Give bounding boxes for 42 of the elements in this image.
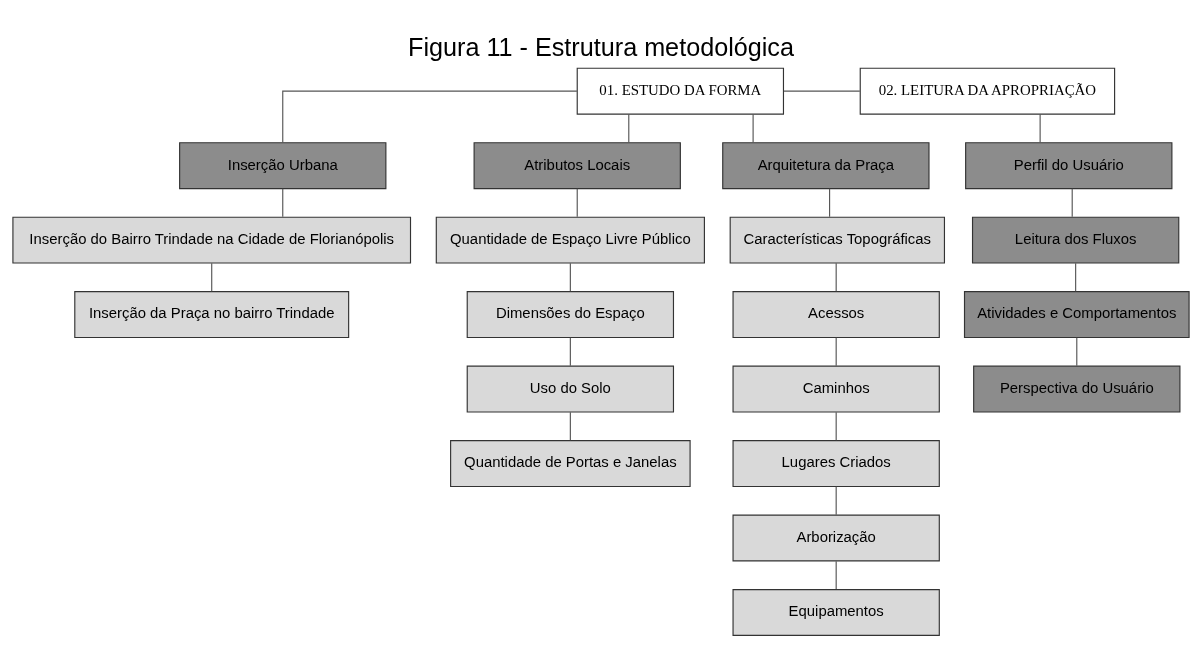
connector [835,262,837,292]
node-box: Equipamentos [732,589,940,636]
connector [835,337,837,367]
node-box: Inserção da Praça no bairro Trindade [74,291,350,339]
connector [1075,262,1077,292]
node-box: Lugares Criados [732,440,940,488]
connector [211,262,213,292]
node-box: Arquitetura da Praça [722,142,930,190]
connector [835,411,837,441]
connector [783,90,861,92]
connector [829,188,831,218]
connector [628,113,630,143]
node-box: Quantidade de Portas e Janelas [450,440,691,488]
connector [1076,337,1078,367]
node-box: Caminhos [732,365,940,413]
connector [1039,113,1041,143]
node-box: Uso do Solo [466,365,675,413]
node-box: Inserção do Bairro Trindade na Cidade de Florianópolis [12,216,412,264]
connector [569,262,571,292]
node-box: Atributos Locais [473,142,681,190]
node-box: 02. LEITURA DA APROPRIAÇÃO [859,67,1116,115]
connector [569,337,571,367]
node-box: Perspectiva do Usuário [973,365,1181,413]
connector [576,188,578,218]
node-box: Leitura dos Fluxos [971,216,1180,264]
connector [1071,188,1073,218]
node-box: Dimensões do Espaço [466,291,675,339]
connector [752,113,754,143]
node-box: Quantidade de Espaço Livre Público [435,216,705,264]
connector [282,90,578,144]
connector [569,411,571,441]
node-box: Características Topográficas [729,216,946,264]
connector [282,188,284,218]
connector [835,486,837,516]
node-box: Arborização [732,514,940,562]
node-box: Atividades e Comportamentos [963,291,1190,339]
node-box: Perfil do Usuário [965,142,1173,190]
diagram-title: Figura 11 - Estrutura metodológica [408,33,794,62]
node-box: Acessos [732,291,940,339]
connector [835,560,837,590]
node-box: Inserção Urbana [179,142,387,190]
node-box: 01. ESTUDO DA FORMA [576,67,785,115]
